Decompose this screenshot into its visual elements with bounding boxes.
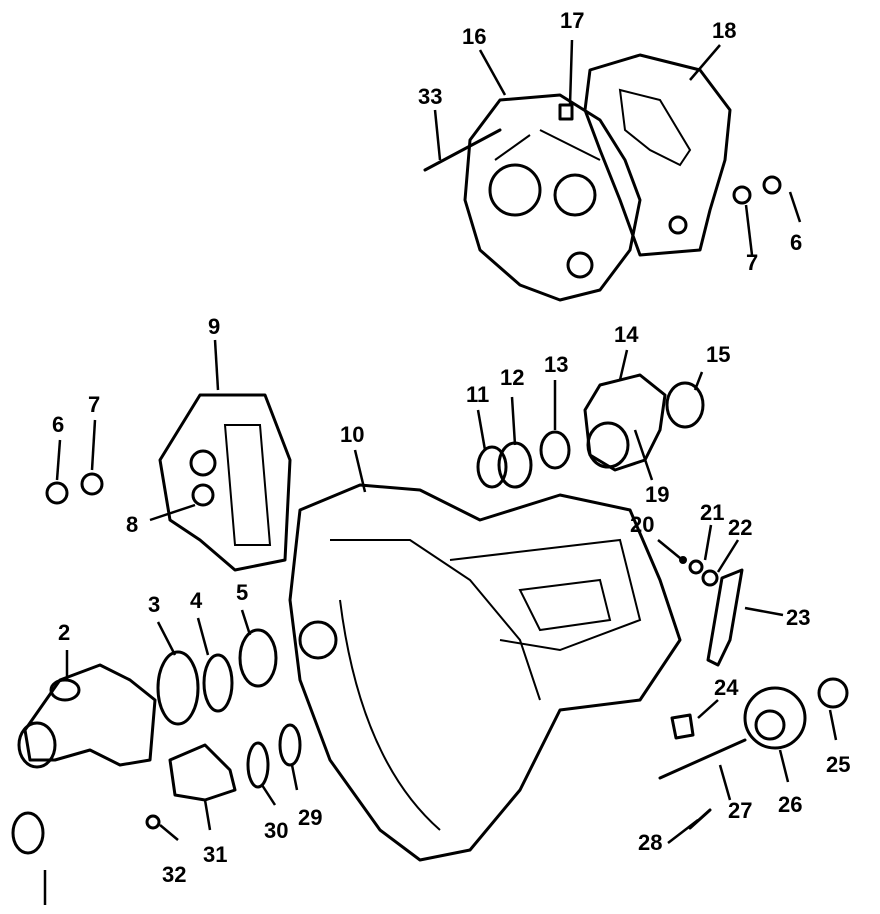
callout-22: 22: [728, 515, 752, 540]
o-ring: [156, 650, 200, 726]
oil-seal: [665, 381, 705, 429]
callout-17: 17: [560, 8, 584, 33]
reverse-idler-shaft: [658, 738, 747, 780]
callout-11: 11: [466, 382, 489, 407]
washer: [701, 569, 719, 587]
callout-4: 4: [190, 588, 203, 613]
callout-29: 29: [298, 805, 322, 830]
callout-6b: 6: [790, 230, 802, 255]
reverse-idler-gear: [743, 686, 807, 750]
washer: [732, 185, 752, 205]
callout-16: 16: [462, 24, 486, 49]
callout-26: 26: [778, 792, 802, 817]
callout-15: 15: [706, 342, 730, 367]
pin: [670, 713, 695, 740]
callout-33: 33: [418, 84, 442, 109]
callout-27: 27: [728, 798, 752, 823]
bearing: [238, 628, 278, 688]
callout-14: 14: [614, 322, 639, 347]
callout-3: 3: [148, 592, 160, 617]
callout-5: 5: [236, 580, 248, 605]
shim: [246, 741, 270, 789]
callout-12: 12: [500, 365, 524, 390]
snap-ring: [539, 430, 571, 470]
guide-tube: [168, 743, 237, 802]
needle-bearing: [497, 441, 533, 489]
ball: [679, 556, 687, 564]
shift-rod: [423, 128, 502, 172]
callout-31: 31: [203, 842, 227, 867]
callout-9: 9: [208, 314, 220, 339]
callout-7a: 7: [88, 392, 100, 417]
rear-cover-gasket: [583, 53, 732, 257]
bushing: [817, 677, 849, 709]
drain-plug: [558, 103, 574, 121]
callout-13: 13: [544, 352, 568, 377]
callout-24: 24: [714, 675, 739, 700]
callout-21: 21: [700, 500, 724, 525]
bolt: [145, 814, 161, 830]
side-cover: [158, 393, 292, 572]
oil-seal: [202, 653, 234, 713]
main-transmission-case: [288, 483, 682, 862]
callout-32: 32: [162, 862, 186, 887]
needle-bearing: [476, 445, 508, 489]
callout-10: 10: [340, 422, 364, 447]
shift-lever: [706, 568, 744, 667]
callout-28: 28: [638, 830, 662, 855]
rear-housing-plate: [463, 93, 642, 302]
callout-30: 30: [264, 818, 288, 843]
callout-19: 19: [645, 482, 669, 507]
callout-23: 23: [786, 605, 810, 630]
plug-bolt: [45, 481, 69, 505]
plug-bolt: [762, 175, 782, 195]
washer: [80, 472, 104, 496]
callout-8: 8: [126, 512, 138, 537]
rear-seal: [11, 811, 45, 855]
callout-6a: 6: [52, 412, 64, 437]
callout-labels: 2 3 4 5 6 6 7 7 8 9 10 11 12 13 14 15 16…: [52, 8, 850, 887]
extension-housing: [17, 663, 157, 769]
callout-18: 18: [712, 18, 736, 43]
snap-ring: [278, 723, 302, 767]
callout-7b: 7: [746, 250, 758, 275]
callout-25: 25: [826, 752, 850, 777]
callout-2: 2: [58, 620, 70, 645]
leader-lines: [43, 39, 838, 905]
bearing-retainer: [583, 373, 667, 472]
washer: [688, 559, 704, 575]
callout-20: 20: [630, 512, 654, 537]
